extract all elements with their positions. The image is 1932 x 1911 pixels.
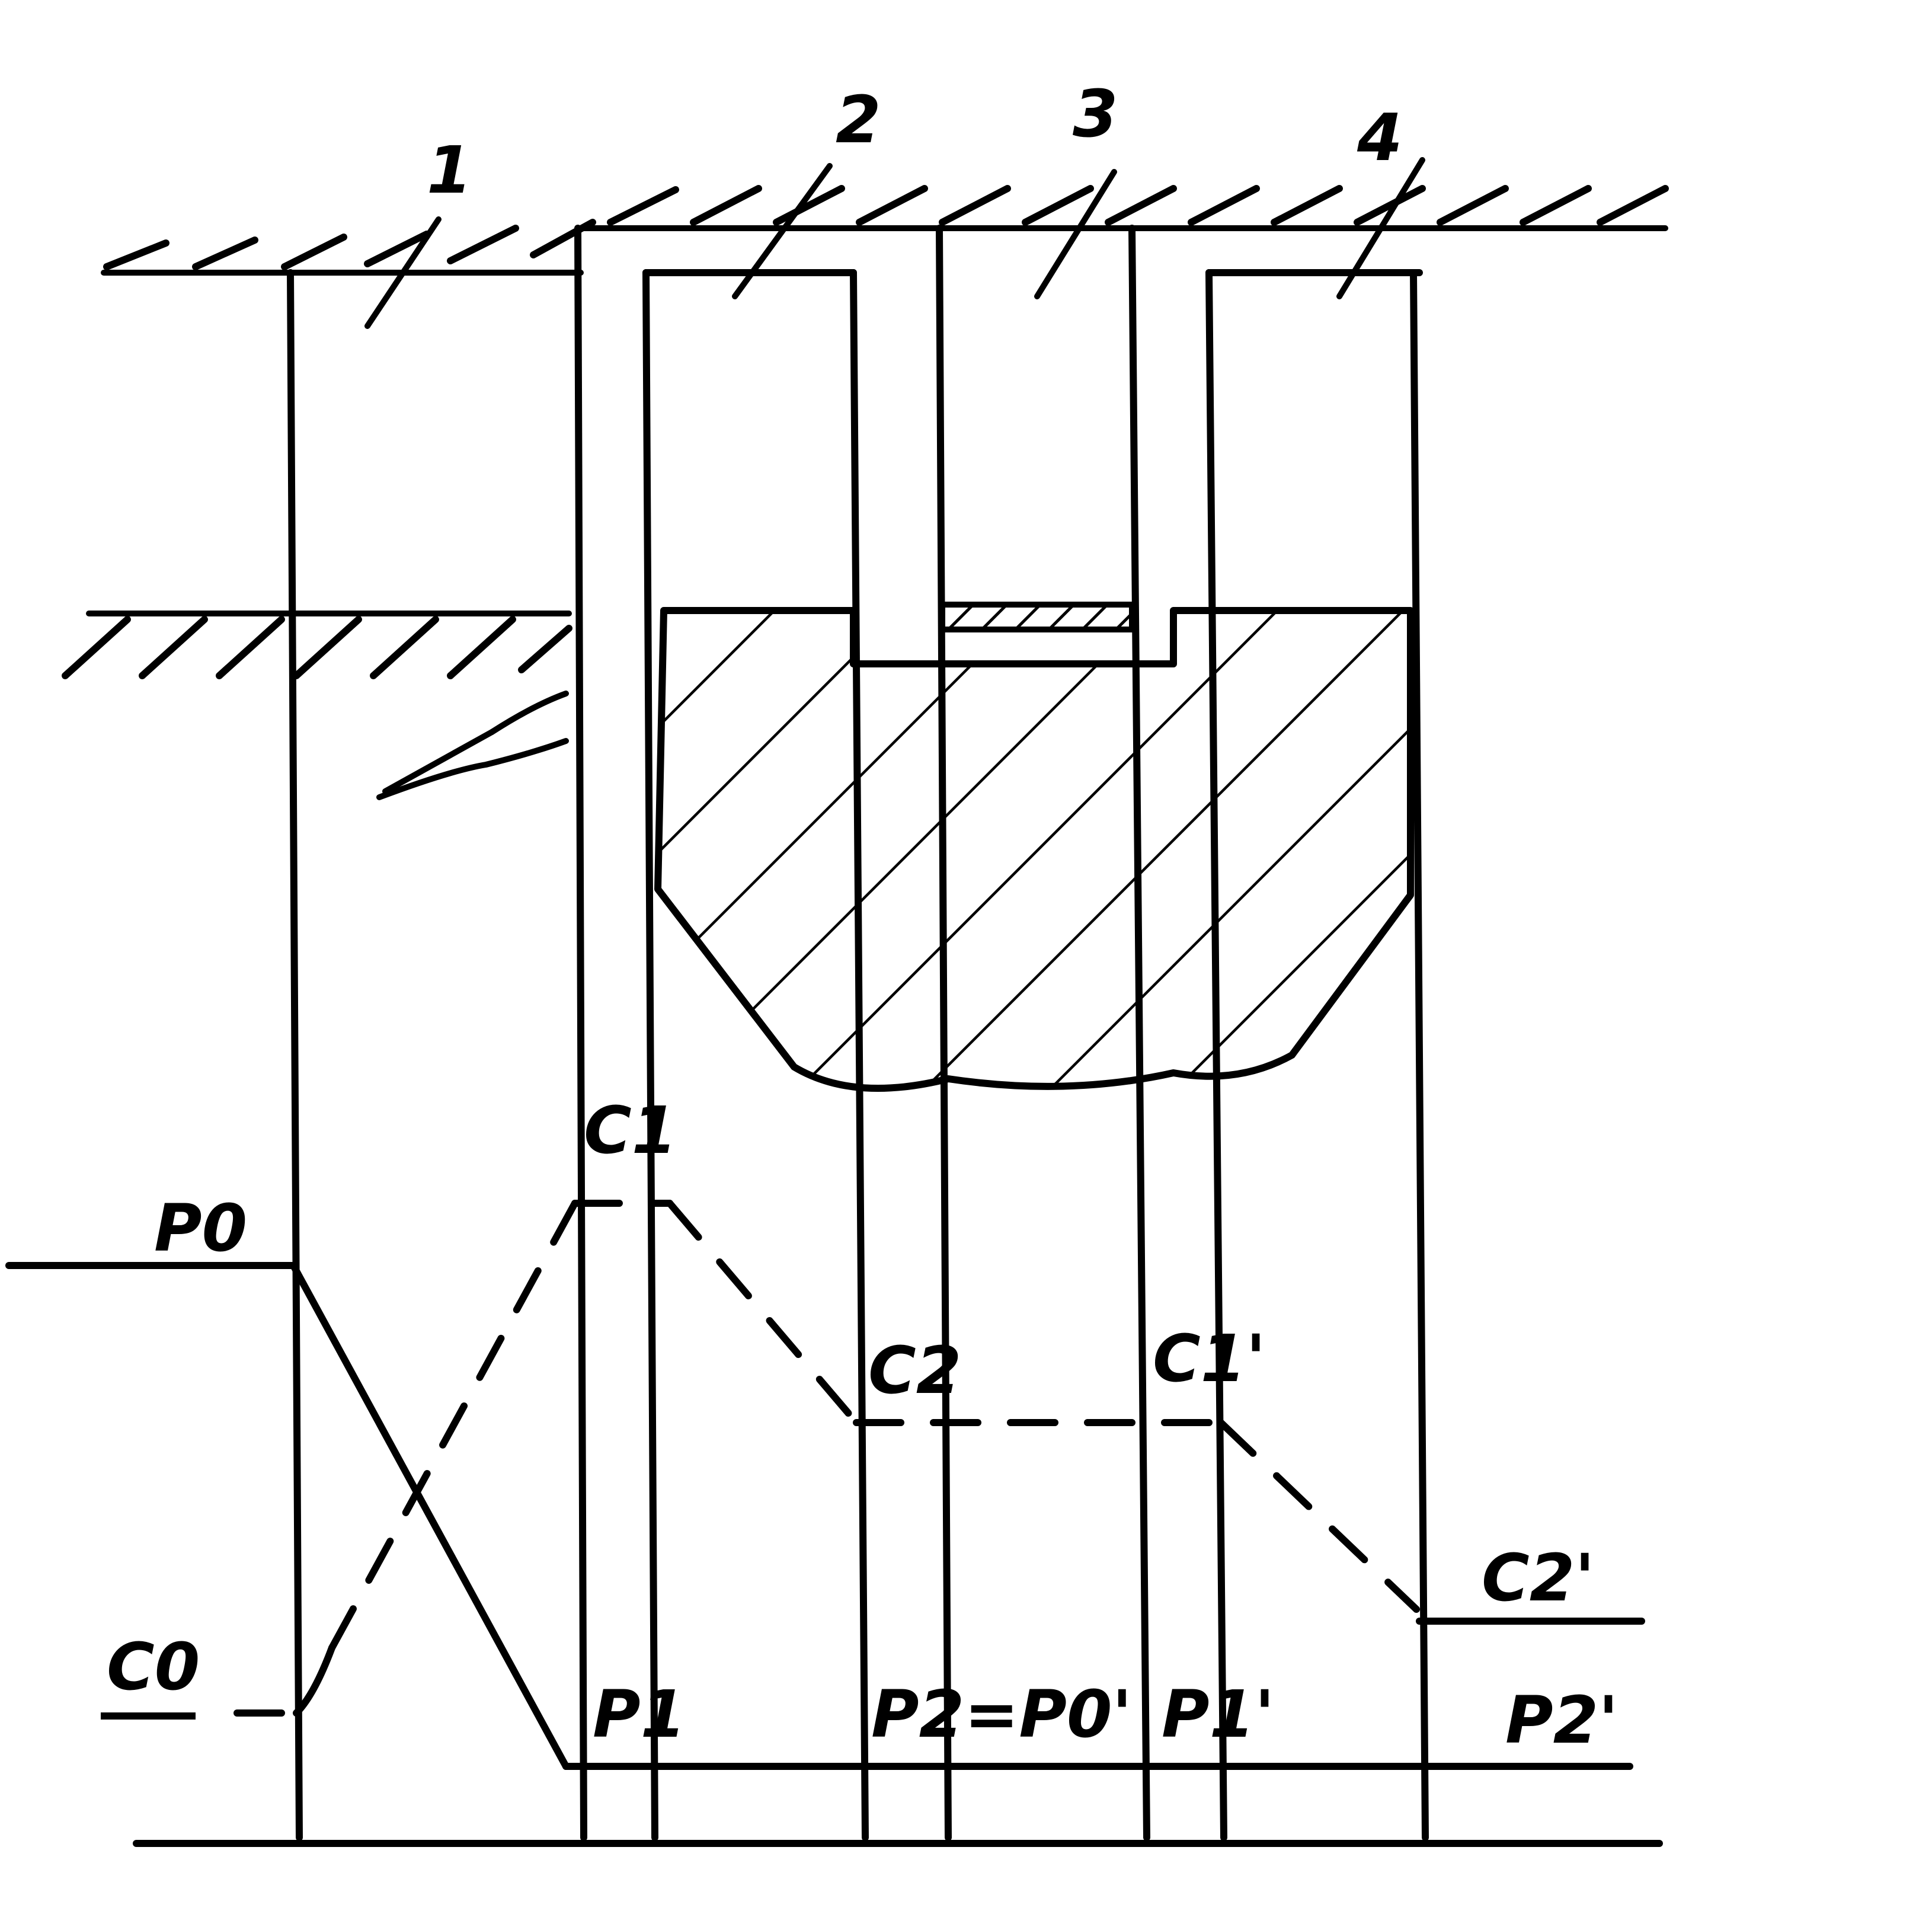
callout-label-2: 2 (836, 82, 881, 158)
c0-curve (293, 1644, 335, 1717)
label-p2-eq-p0prime: P2=P0' (871, 1676, 1132, 1752)
callout-label-1: 1 (427, 132, 472, 208)
callout-leaders (364, 157, 1425, 329)
pressure-drop-line (290, 1262, 570, 1770)
callout-label-4: 4 (1357, 100, 1403, 175)
label-c2: C2 (868, 1332, 961, 1408)
label-p1prime: P1' (1162, 1676, 1275, 1752)
top-clamp-surface (101, 185, 1669, 276)
label-p0: P0 (154, 1190, 247, 1266)
callout-label-3: 3 (1073, 76, 1118, 152)
label-p2prime: P2' (1505, 1682, 1618, 1758)
label-c1prime: C1' (1153, 1321, 1266, 1396)
dashed-profile-lines (233, 1200, 1420, 1717)
label-c2prime: C2' (1482, 1540, 1595, 1616)
label-p1: P1 (593, 1676, 686, 1752)
profile-lines (5, 1262, 1663, 1847)
label-c1: C1 (584, 1092, 677, 1168)
sample-block (654, 602, 1414, 1092)
label-c0: C0 (107, 1629, 200, 1705)
membrane-surface (62, 611, 572, 800)
